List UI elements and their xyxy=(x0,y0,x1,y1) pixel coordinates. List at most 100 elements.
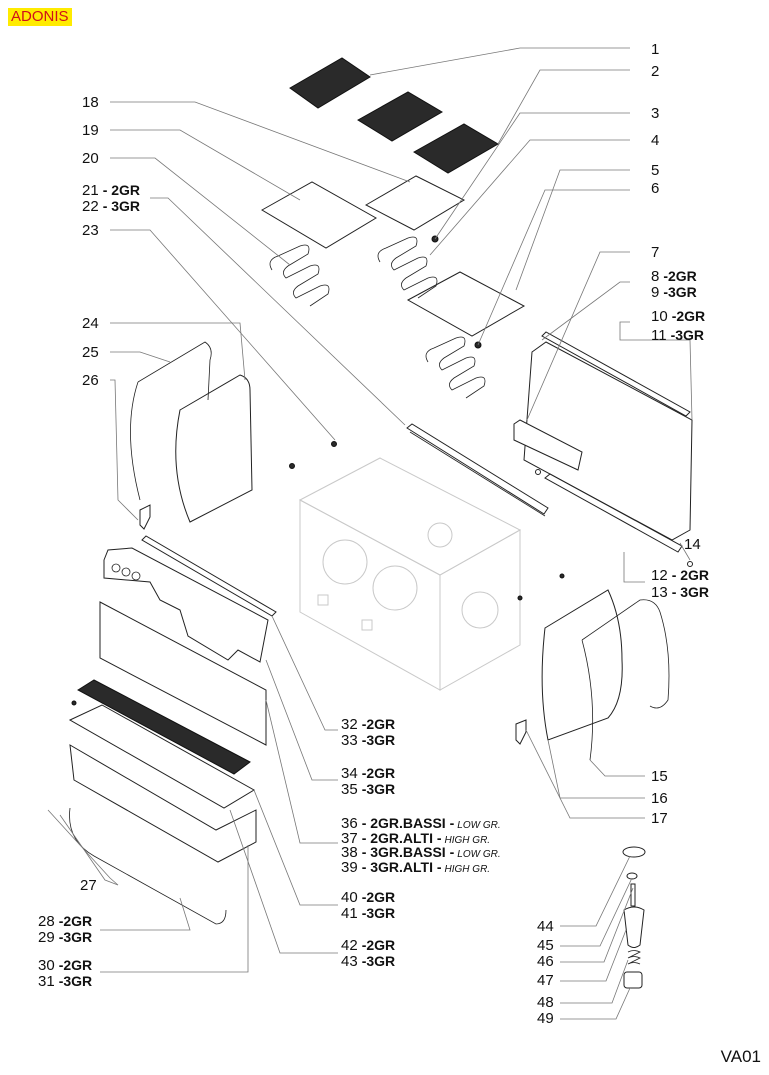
callout-number: 36 xyxy=(341,815,358,832)
callout-variant: -3GR xyxy=(361,905,396,921)
screw-front xyxy=(71,700,77,706)
callout-variant: -3GR xyxy=(663,284,697,300)
callout-number: 48 xyxy=(537,994,554,1011)
heater-coil-5b xyxy=(425,336,486,399)
cup-grid-2a xyxy=(357,91,443,142)
callout-number: 6 xyxy=(651,180,660,197)
callout-45: 45 xyxy=(537,938,554,954)
callout-29: 29-3GR xyxy=(38,929,92,946)
callout-number: 47 xyxy=(537,972,554,989)
callout-variant: -2GR xyxy=(671,308,706,324)
callout-36: 36- 2GR.BASSI -LOW GR. xyxy=(341,815,501,834)
callout-11: 11-3GR xyxy=(651,327,704,344)
callout-number: 15 xyxy=(651,768,668,785)
handle-15 xyxy=(581,599,670,761)
cup-grid-1 xyxy=(289,57,371,109)
side-panel-right-16 xyxy=(541,589,623,741)
callout-3: 3 xyxy=(651,106,659,122)
callout-44: 44 xyxy=(537,919,554,935)
callout-20: 20 xyxy=(82,151,99,167)
callout-37: 37- 2GR.ALTI -HIGH GR. xyxy=(341,830,490,849)
callout-17: 17 xyxy=(651,811,668,827)
callout-12: 12- 2GR xyxy=(651,567,709,584)
callout-variant: -3GR xyxy=(361,781,396,797)
callout-variant: - 3GR xyxy=(102,198,141,214)
screw-left-2 xyxy=(289,463,295,469)
callout-variant: -2GR xyxy=(58,913,93,929)
callout-number: 21 xyxy=(82,182,99,199)
callout-33: 33-3GR xyxy=(341,732,395,749)
callout-34: 34-2GR xyxy=(341,765,395,782)
callout-2: 2 xyxy=(651,64,659,80)
callout-variant: -2GR xyxy=(361,716,396,732)
handle-25 xyxy=(130,341,212,501)
callout-number: 12 xyxy=(651,567,668,584)
callout-number: 13 xyxy=(651,584,668,601)
callout-variant: -2GR xyxy=(361,765,396,781)
callout-1: 1 xyxy=(651,42,659,58)
callout-49: 49 xyxy=(537,1011,554,1027)
callout-number: 37 xyxy=(341,830,358,847)
callout-note: HIGH GR. xyxy=(444,835,491,846)
clip-17 xyxy=(515,719,527,745)
callout-variant: - 3GR xyxy=(671,584,710,600)
callout-variant: -2GR xyxy=(361,937,396,953)
drip-body-27 xyxy=(69,744,257,863)
callout-41: 41-3GR xyxy=(341,905,395,922)
callout-10: 10-2GR xyxy=(651,308,705,325)
callout-number: 14 xyxy=(684,536,701,553)
bracket-7 xyxy=(513,419,583,471)
clip-26 xyxy=(139,504,151,530)
callout-30: 30-2GR xyxy=(38,957,92,974)
machine-frame-ghost xyxy=(298,457,522,691)
callout-number: 25 xyxy=(82,344,99,361)
callout-27: 27 xyxy=(80,878,97,894)
callout-variant: - 3GR.ALTI - xyxy=(361,859,442,875)
callout-48: 48 xyxy=(537,995,554,1011)
callout-19: 19 xyxy=(82,123,99,139)
callout-number: 29 xyxy=(38,929,55,946)
callout-42: 42-2GR xyxy=(341,937,395,954)
callout-28: 28-2GR xyxy=(38,913,92,930)
callout-5: 5 xyxy=(651,163,659,179)
callout-variant: - 2GR xyxy=(102,182,141,198)
callout-number: 2 xyxy=(651,63,660,80)
callout-number: 27 xyxy=(80,877,97,894)
callout-number: 8 xyxy=(651,268,660,285)
callout-number: 17 xyxy=(651,810,668,827)
callout-number: 20 xyxy=(82,150,99,167)
callout-16: 16 xyxy=(651,791,668,807)
callout-number: 41 xyxy=(341,905,358,922)
callout-variant: -2GR xyxy=(361,889,396,905)
callout-number: 46 xyxy=(537,953,554,970)
callout-number: 45 xyxy=(537,937,554,954)
drip-grate-38 xyxy=(77,679,251,775)
front-cover-36 xyxy=(99,601,267,746)
callout-number: 28 xyxy=(38,913,55,930)
callout-23: 23 xyxy=(82,223,99,239)
screw-left xyxy=(331,441,337,447)
heater-coil-4 xyxy=(377,236,438,299)
callout-variant: -3GR xyxy=(58,973,93,989)
callout-variant: -3GR xyxy=(361,732,396,748)
callout-40: 40-2GR xyxy=(341,889,395,906)
callout-variant: -3GR xyxy=(361,953,396,969)
callout-variant: - 2GR.BASSI - xyxy=(361,815,455,831)
callout-number: 22 xyxy=(82,198,99,215)
callout-variant: -3GR xyxy=(58,929,93,945)
callout-number: 32 xyxy=(341,716,358,733)
callout-number: 3 xyxy=(651,105,660,122)
side-panel-left-24 xyxy=(175,374,253,523)
top-rail-32 xyxy=(141,535,277,617)
callout-number: 19 xyxy=(82,122,99,139)
sheet-code: VA01 xyxy=(720,1047,761,1066)
callout-15: 15 xyxy=(651,769,668,785)
callout-number: 11 xyxy=(651,327,667,344)
callout-number: 40 xyxy=(341,889,358,906)
callout-8: 8-2GR xyxy=(651,268,697,285)
callout-variant: -3GR xyxy=(670,327,705,343)
callout-7: 7 xyxy=(651,245,659,261)
foot-washer-44 xyxy=(622,846,646,858)
foot-body-47 xyxy=(623,906,645,948)
